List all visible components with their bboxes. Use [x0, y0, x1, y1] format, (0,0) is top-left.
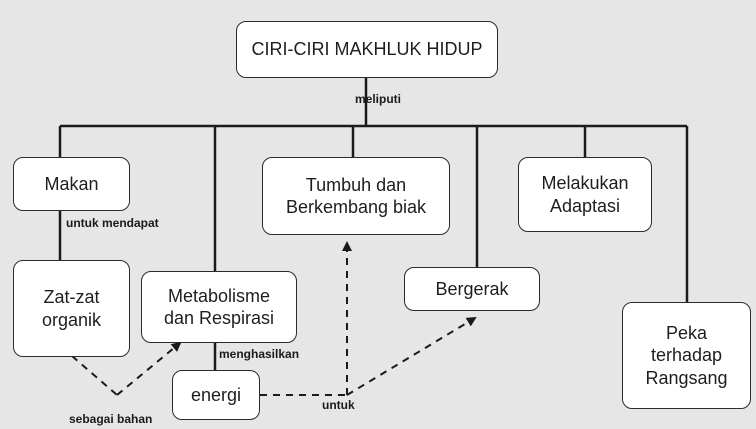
- node-adaptasi-line-1: Melakukan: [541, 173, 629, 193]
- node-bergerak: Bergerak: [404, 267, 540, 311]
- node-metabolisme-line-2: dan Respirasi: [163, 308, 275, 328]
- node-tumbuh-line-1: Tumbuh dan: [305, 174, 407, 195]
- node-zat-organik: Zat-zat organik: [13, 260, 130, 357]
- node-bergerak-line-1: Bergerak: [435, 278, 509, 299]
- node-peka-line-1: Peka: [665, 322, 708, 343]
- label-meliputi: meliputi: [355, 92, 402, 106]
- node-metabolisme: Metabolisme dan Respirasi: [141, 271, 297, 343]
- node-metabolisme-line-1: Metabolisme: [167, 285, 271, 306]
- label-sebagai-bahan: sebagai bahan: [69, 412, 153, 426]
- node-zat-line-1: Zat-zat: [43, 287, 100, 307]
- node-peka-line-3: Rangsang: [645, 367, 728, 388]
- node-adaptasi: Melakukan Adaptasi: [518, 157, 652, 232]
- node-makan: Makan: [13, 157, 130, 211]
- dashed-arrow-to-metabolisme: [116, 341, 182, 396]
- node-energi-line-1: energi: [190, 384, 242, 405]
- label-untuk: untuk: [322, 398, 355, 412]
- node-zat-line-2: organik: [41, 309, 102, 330]
- label-menghasilkan: menghasilkan: [219, 347, 300, 361]
- node-tumbuh-line-2: Berkembang biak: [285, 197, 427, 217]
- dashed-arrow-to-bergerak: [346, 316, 477, 396]
- dashed-zat-to-vertex: [71, 355, 118, 396]
- node-tumbuh: Tumbuh dan Berkembang biak: [262, 157, 450, 235]
- node-adaptasi-line-2: Adaptasi: [549, 195, 621, 216]
- node-energi: energi: [172, 370, 260, 420]
- label-untuk-mendapat: untuk mendapat: [66, 216, 159, 230]
- root-node: CIRI-CIRI MAKHLUK HIDUP: [236, 21, 498, 78]
- node-makan-line-1: Makan: [44, 173, 99, 194]
- root-title: CIRI-CIRI MAKHLUK HIDUP: [251, 39, 483, 60]
- node-peka: Peka terhadap Rangsang: [622, 302, 751, 409]
- node-peka-line-2: terhadap: [650, 345, 723, 366]
